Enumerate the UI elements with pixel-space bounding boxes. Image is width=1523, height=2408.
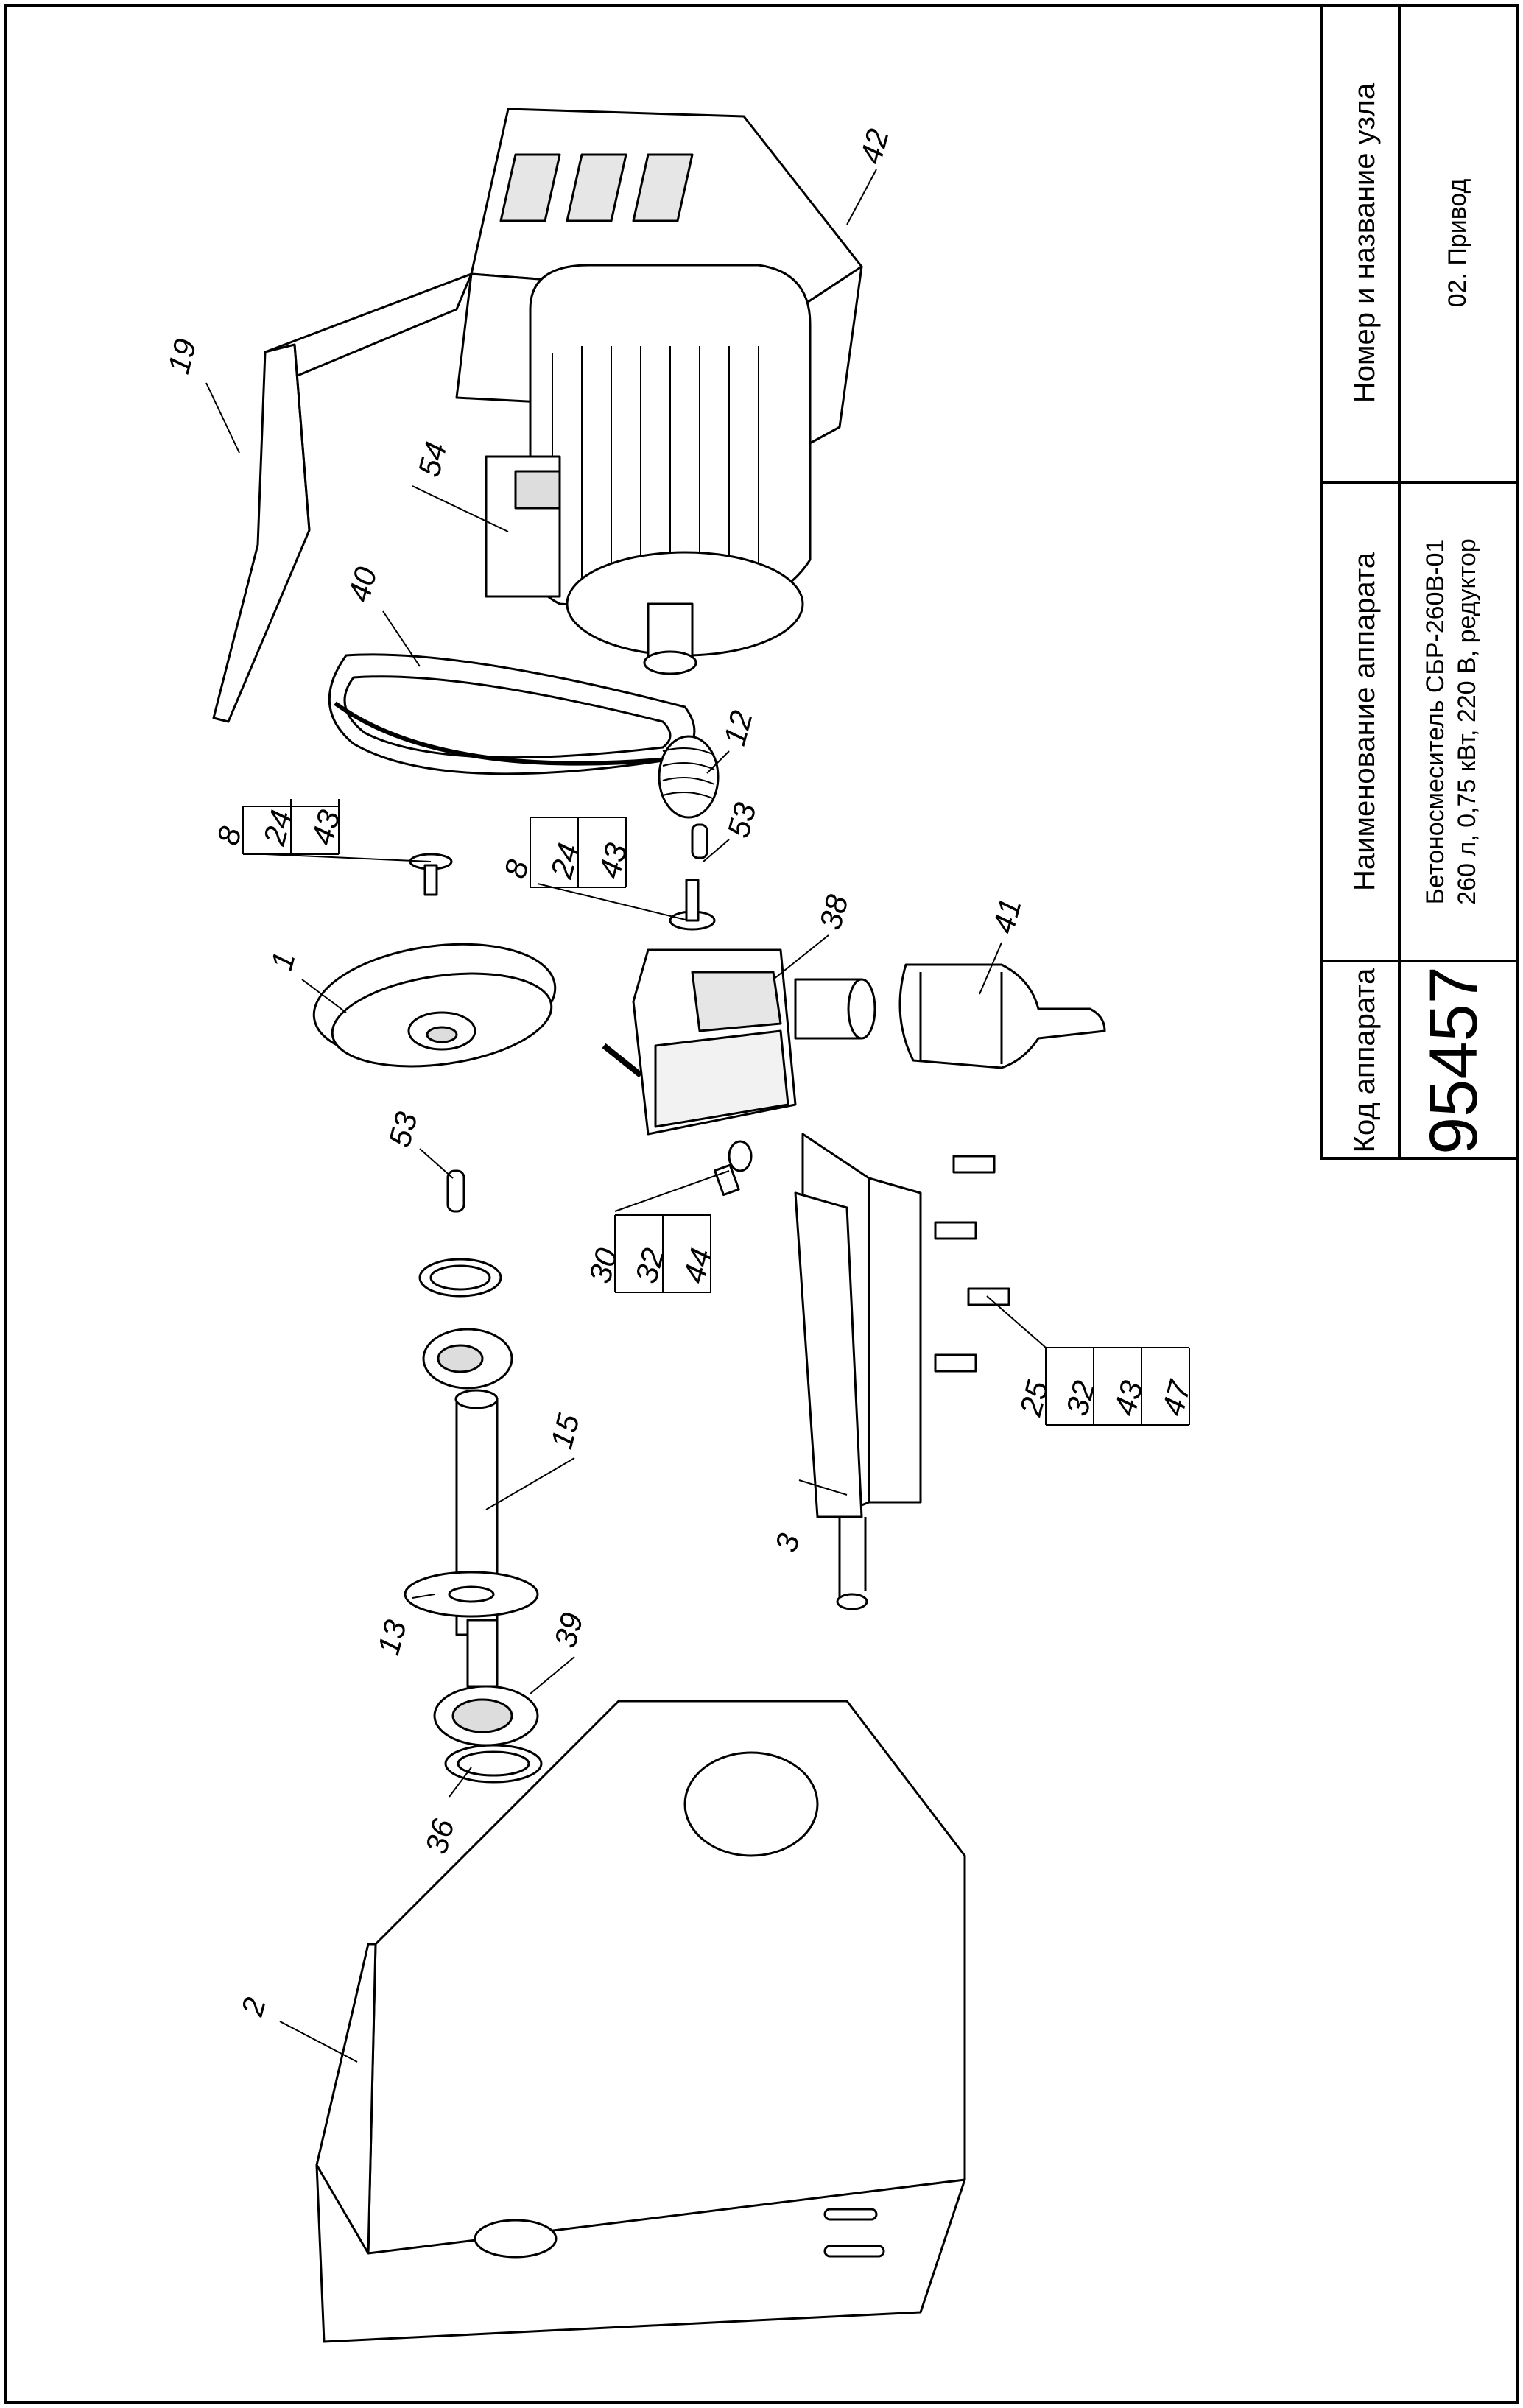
bearing-lower-part — [433, 1685, 539, 1747]
group4-row3: 43 — [1107, 1377, 1149, 1419]
callout-15: 15 — [544, 1409, 586, 1452]
callout-36: 36 — [418, 1814, 461, 1857]
code-header: Код аппарата — [1348, 968, 1381, 1152]
callout-19: 19 — [161, 335, 203, 377]
large-pulley-part — [312, 943, 557, 1068]
group4-row1: 25 — [1013, 1376, 1055, 1420]
coupling-part — [898, 963, 1106, 1069]
group2-row3: 43 — [591, 839, 633, 881]
v-belt-part — [328, 653, 696, 775]
motor-pulley-part — [658, 735, 720, 819]
callout-54: 54 — [411, 438, 453, 480]
callout-40: 40 — [341, 563, 384, 605]
key-upper-part — [691, 823, 708, 859]
callout-3: 3 — [768, 1530, 806, 1556]
callout-group-25-32-43-47: 25 32 43 47 — [1013, 1347, 1197, 1426]
group1-row2: 24 — [256, 806, 299, 849]
group4-row4: 47 — [1155, 1376, 1197, 1419]
leader-lines — [205, 169, 1047, 2063]
callout-53-upper: 53 — [720, 799, 762, 841]
housing-box-part — [315, 1700, 966, 2343]
callout-41: 41 — [985, 895, 1027, 937]
callout-2: 2 — [234, 1994, 272, 2021]
name-line2: 260 л, 0,75 кВт, 220 В, редуктор — [1453, 538, 1481, 905]
key-lower-part — [446, 1169, 465, 1213]
bolt-group-part — [934, 1155, 1010, 1373]
electric-motor-part — [485, 264, 812, 675]
callout-42: 42 — [853, 125, 895, 167]
callout-38: 38 — [812, 890, 855, 933]
gearbox-part — [602, 948, 876, 1136]
callout-group-8-24-43-right: 8 24 43 — [497, 817, 634, 888]
bolt-upper-right-part — [669, 879, 716, 931]
callout-1: 1 — [264, 948, 301, 974]
callout-12: 12 — [717, 707, 759, 749]
group2-row2: 24 — [544, 839, 586, 882]
group3-row2: 32 — [628, 1245, 670, 1286]
callout-group-30-32-44: 30 32 44 — [582, 1214, 719, 1293]
group3-row1: 30 — [582, 1244, 625, 1286]
name-line1: Бетоносмеситель СБР-260В-01 — [1421, 539, 1449, 905]
bearing-upper-part — [422, 1328, 513, 1390]
callout-13: 13 — [370, 1616, 412, 1658]
callout-group-8-24-43-left: 8 24 43 — [210, 799, 347, 855]
code-value: 95457 — [1416, 966, 1491, 1155]
plate-part — [212, 343, 311, 723]
callout-39: 39 — [547, 1609, 589, 1651]
shaft-part — [454, 1389, 499, 1688]
title-block: Код аппарата 95457 Наименование аппарата… — [1320, 4, 1519, 1160]
node-header: Номер и название узла — [1348, 82, 1381, 403]
sheet-frame — [4, 4, 1519, 2404]
washer-part — [404, 1571, 539, 1618]
bolt-middle-part — [714, 1140, 753, 1197]
node-value: 02. Привод — [1443, 178, 1471, 307]
mounting-plate-part — [794, 1133, 922, 1610]
callout-53-lower: 53 — [381, 1108, 423, 1150]
name-header: Наименование аппарата — [1348, 552, 1381, 891]
group1-row3: 43 — [304, 806, 346, 848]
group4-row2: 32 — [1059, 1377, 1101, 1419]
group3-row3: 44 — [676, 1245, 718, 1286]
